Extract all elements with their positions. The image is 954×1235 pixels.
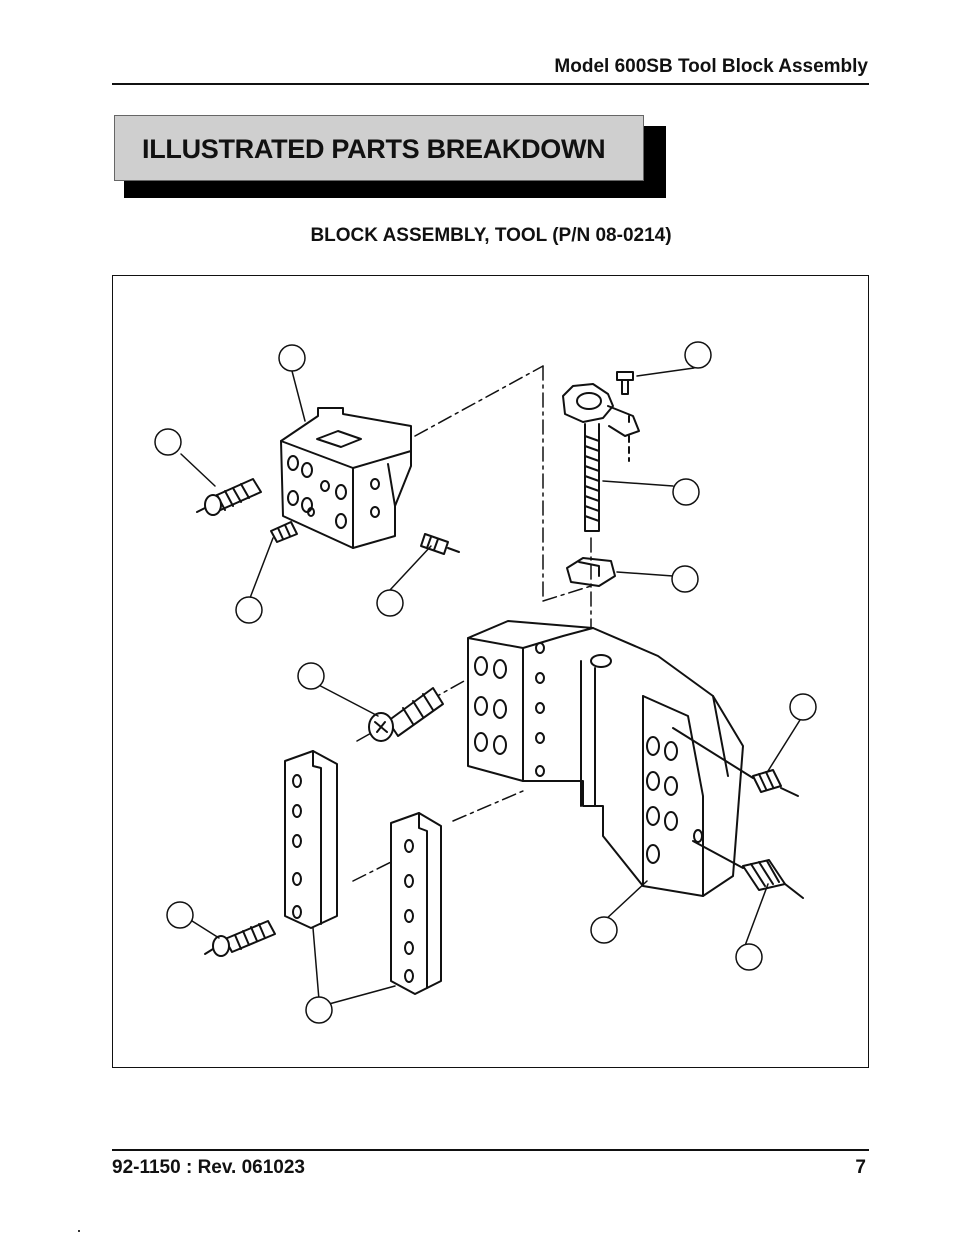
callout-balloon [235,596,263,624]
callout-balloon [154,428,182,456]
tool-block [280,407,412,549]
block-set-screw-right [420,533,460,555]
clamp-bar-screw [204,920,276,957]
header-rule [112,83,869,85]
block-cap-screw [196,478,262,516]
figure-caption: BLOCK ASSEMBLY, TOOL (P/N 08-0214) [310,225,672,246]
callout-balloon [376,589,404,617]
document-reference: 92-1150 : Rev. 061023 [112,1157,305,1178]
scan-artifact-dot [78,1230,80,1232]
callout-balloon [671,565,699,593]
callout-balloon [305,996,333,1024]
holder-cap-screw [368,687,444,742]
clamp-bar-right [390,812,442,995]
callout-balloons [154,341,817,1024]
section-banner-title: ILLUSTRATED PARTS BREAKDOWN [142,134,606,164]
callout-balloon [590,916,618,944]
tool-holder-body [467,620,744,897]
document-header-title: Model 600SB Tool Block Assembly [554,56,868,77]
page-number: 7 [855,1157,866,1178]
callout-balloon [672,478,700,506]
callout-balloon [735,943,763,971]
callout-balloon [789,693,817,721]
footer-rule [112,1149,869,1151]
height-adjust-screw [562,371,640,532]
holder-set-screw-lower [692,840,804,899]
callout-balloon [297,662,325,690]
exploded-parts-figure [112,275,869,1068]
holder-set-screw-upper [672,727,799,797]
section-banner: ILLUSTRATED PARTS BREAKDOWN [114,115,644,181]
callout-balloon [278,344,306,372]
clamp-bar-left [284,750,338,929]
callout-balloon [684,341,712,369]
block-set-screw-left [270,521,298,543]
exploded-view-drawing [154,341,817,1024]
callout-balloon [166,901,194,929]
